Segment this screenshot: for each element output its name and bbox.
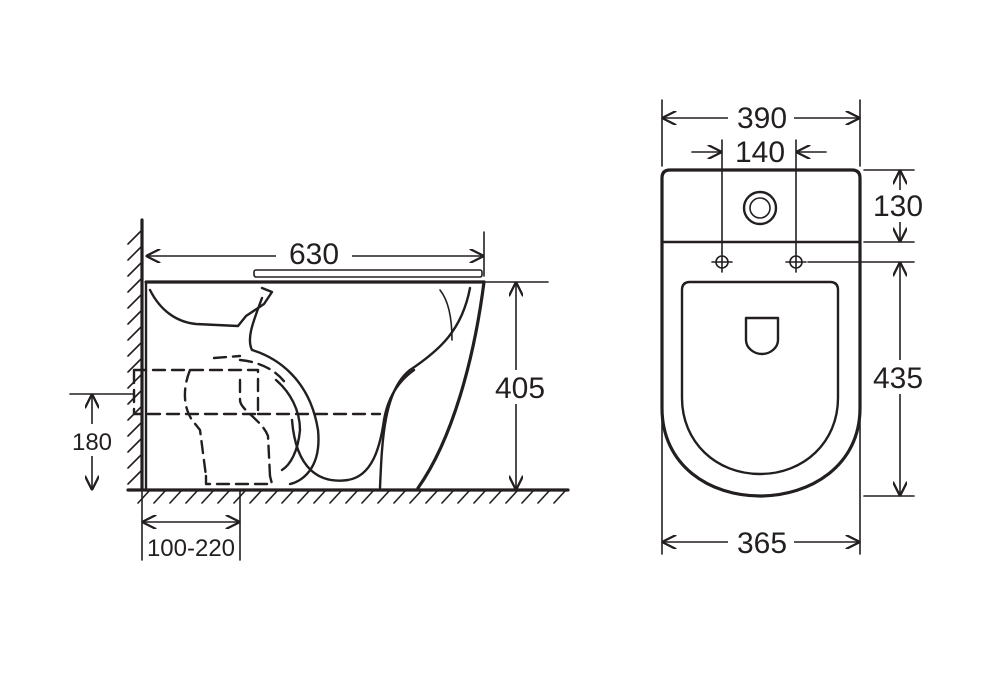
spacing-140-label: 140 (735, 136, 785, 169)
dimension-140: 140 (691, 136, 827, 253)
dimension-435: 435 (807, 261, 928, 497)
width-390-label: 390 (737, 102, 787, 135)
wall-hatch (127, 218, 144, 492)
toilet-top-outline (660, 168, 862, 498)
outlet-pipe-dashed (132, 354, 382, 486)
top-view: 390 140 130 435 (660, 99, 928, 560)
depth-130-label: 130 (873, 190, 923, 223)
side-view: 630 405 180 100-220 (66, 218, 570, 562)
height-180-label: 180 (72, 429, 112, 456)
height-405-label: 405 (495, 372, 545, 405)
toilet-pan-side (144, 269, 486, 490)
dimension-365: 365 (661, 419, 861, 560)
fixing-hole-left-icon (711, 251, 733, 273)
fixing-hole-right-icon (785, 251, 807, 273)
length-435-label: 435 (873, 362, 923, 395)
dimension-405: 405 (485, 281, 550, 491)
flush-button-icon (742, 190, 778, 226)
dimension-180: 180 (66, 393, 135, 491)
dimension-130: 130 (863, 169, 928, 243)
width-365-label: 365 (737, 527, 787, 560)
distance-100-220-label: 100-220 (147, 535, 235, 562)
dimension-390: 390 (661, 99, 861, 167)
width-630-label: 630 (289, 238, 339, 271)
floor-hatch (126, 488, 570, 504)
dimension-100-220: 100-220 (141, 489, 241, 562)
dimension-630: 630 (145, 231, 485, 277)
